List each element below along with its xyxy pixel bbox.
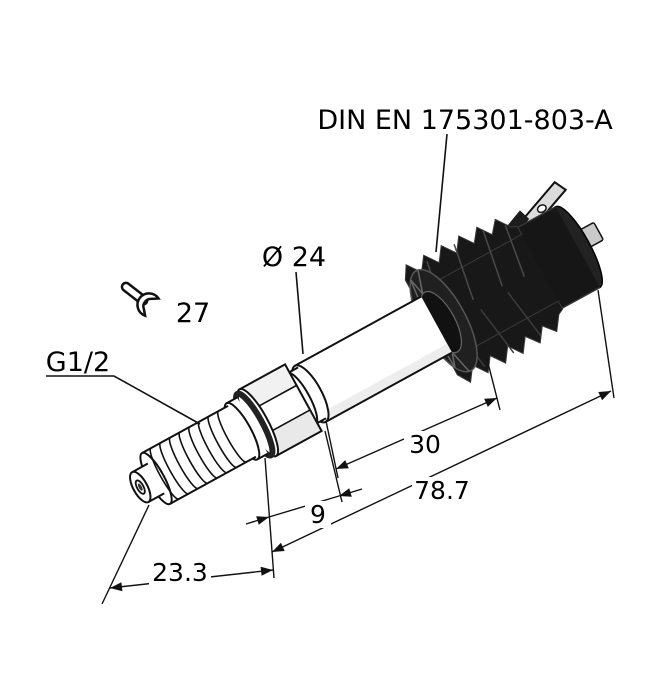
dim-label-78-7: 78.7 <box>414 476 470 505</box>
pressure-port-tip <box>129 462 165 504</box>
label-halo <box>412 477 472 504</box>
label-halo <box>305 501 331 528</box>
extension-line <box>486 358 501 411</box>
wrench-icon <box>120 281 161 318</box>
label-halo <box>149 559 211 586</box>
extension-line <box>101 504 150 605</box>
leader-line-thread <box>46 375 201 425</box>
thread-crests <box>149 410 247 500</box>
wrench-size-label: 27 <box>176 298 210 329</box>
thread-label: G1/2 <box>46 347 110 378</box>
pressure-sensor <box>129 180 604 506</box>
extension-line <box>264 457 275 579</box>
leader-line-diameter <box>295 271 304 355</box>
dim-label-30: 30 <box>409 430 441 459</box>
dim-label-23-3: 23.3 <box>152 558 208 587</box>
extension-line <box>597 289 615 399</box>
diameter-label: Ø 24 <box>262 242 326 273</box>
connector-rear-block <box>511 205 603 313</box>
dim-label-9: 9 <box>310 500 326 529</box>
extension-line <box>324 430 343 503</box>
standard-label: DIN EN 175301-803-A <box>317 105 613 136</box>
leader-line-standard <box>435 133 448 253</box>
dimension-9 <box>245 488 363 525</box>
din-connector <box>404 218 564 384</box>
label-halo <box>404 431 446 458</box>
